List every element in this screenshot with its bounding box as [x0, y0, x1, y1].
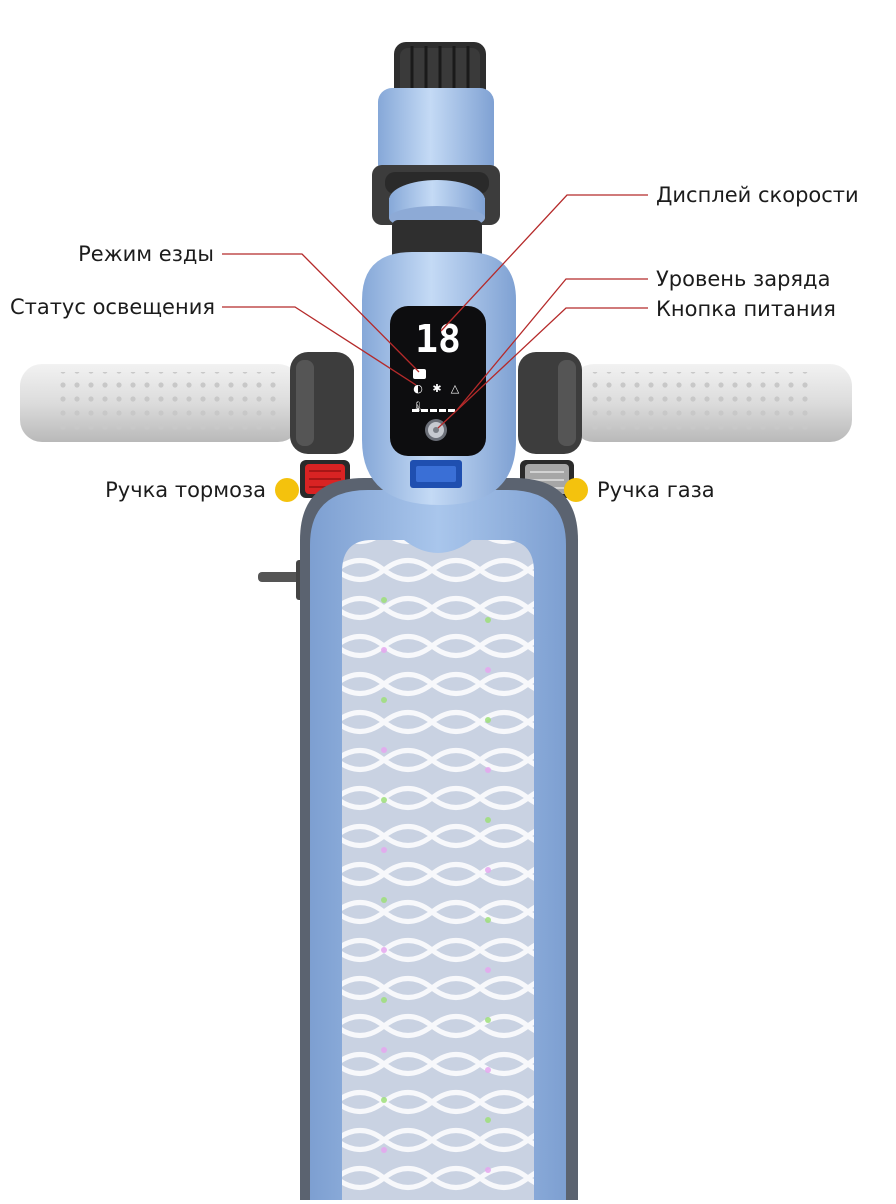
steering-stem: [372, 88, 500, 260]
label-battery-level: Уровень заряда: [656, 267, 831, 291]
dashboard-display: 18 ◐ ✱ △ 🌡: [390, 306, 486, 456]
label-speed-display: Дисплей скорости: [656, 183, 859, 207]
warning-icon: △: [451, 382, 460, 395]
leader-power-button: [437, 307, 648, 429]
leader-battery-level: [456, 278, 648, 411]
label-power-button: Кнопка питания: [656, 297, 836, 321]
leader-light-status: [222, 306, 417, 386]
scooter-deck: [258, 478, 578, 1200]
label-light-status: Статус освещения: [9, 295, 215, 319]
battery-level-bar: [412, 409, 455, 412]
label-ride-mode: Режим езды: [78, 242, 214, 266]
right-handlebar: [518, 352, 852, 454]
label-throttle: Ручка газа: [597, 478, 715, 502]
leader-ride-mode: [222, 253, 420, 373]
ride-mode-indicator: [413, 369, 426, 379]
brake-marker-dot: [275, 478, 299, 502]
label-brake-lever: Ручка тормоза: [105, 478, 266, 502]
throttle-marker-dot: [564, 478, 588, 502]
bluetooth-icon: ✱: [432, 382, 441, 395]
leader-speed-display: [440, 194, 648, 332]
light-icon: ◐: [413, 382, 423, 395]
leader-lines: [222, 194, 648, 429]
speed-display: 18: [415, 317, 461, 361]
left-handlebar: [20, 352, 354, 454]
